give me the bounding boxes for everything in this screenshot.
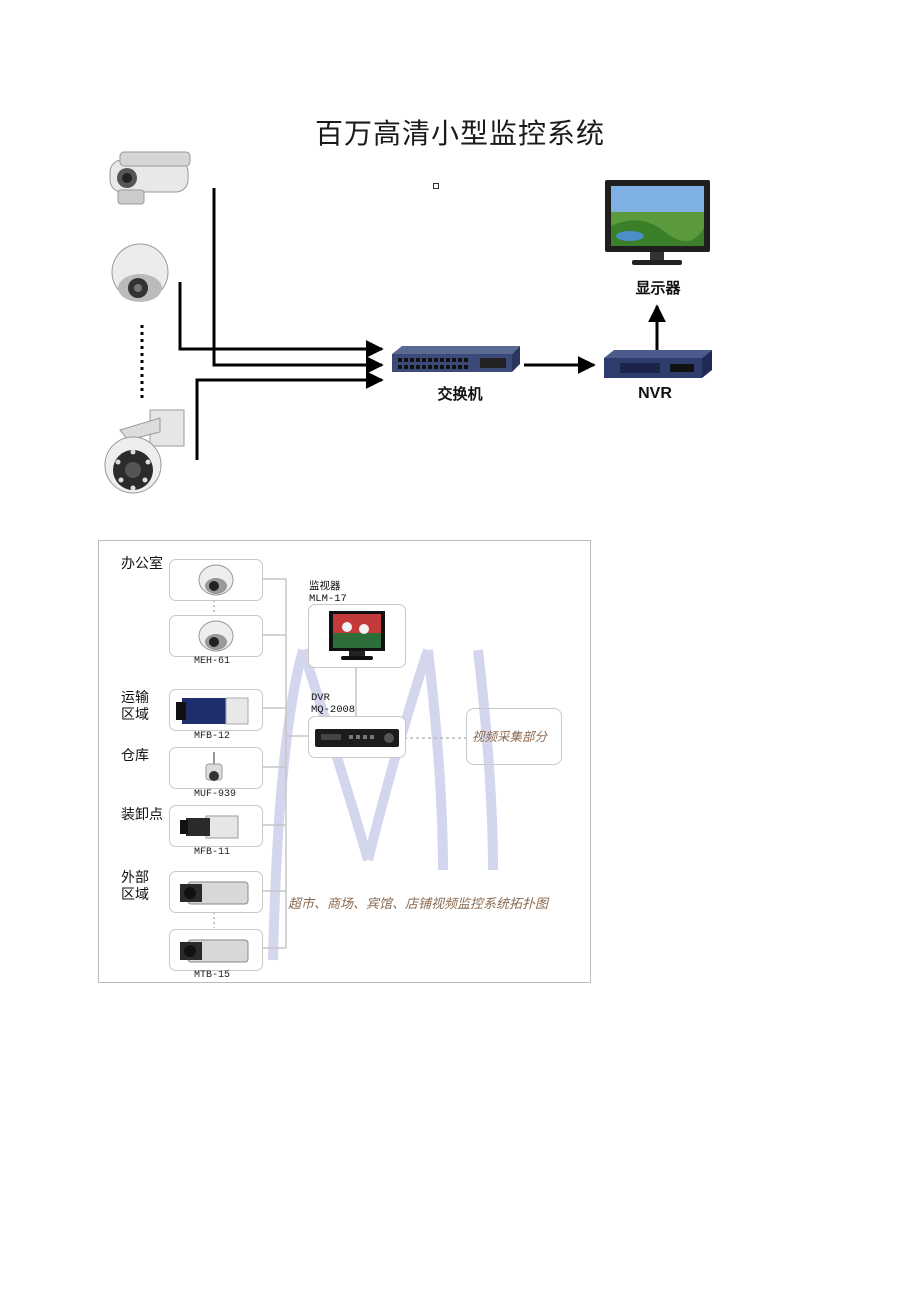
zone-exterior-1: 外部 [121, 870, 149, 887]
box-camera-icon [170, 806, 262, 846]
topology-caption: 超市、商场、宾馆、店铺视频监控系统拓扑图 [288, 893, 548, 912]
zone-transport-2: 区域 [121, 707, 149, 724]
switch-icon [392, 346, 520, 372]
link-dome-camera [180, 282, 382, 349]
model-mfb12: MFB-12 [194, 731, 230, 742]
monitor-box [308, 604, 406, 668]
nvr-icon [604, 350, 712, 378]
dvr-label: DVR [311, 692, 330, 704]
dvr-box [308, 716, 406, 758]
network-diagram [0, 0, 920, 520]
bullet-camera-icon [110, 152, 190, 204]
mini-camera-icon [170, 748, 262, 788]
link-bullet-camera [214, 188, 382, 365]
link-ptz-camera [197, 380, 382, 460]
zone-office: 办公室 [121, 556, 163, 573]
monitor-icon [309, 605, 405, 667]
monitor-label: 监视器 [309, 581, 341, 593]
camera-slot-office-2 [169, 615, 263, 657]
dvr-model: MQ-2008 [311, 704, 355, 716]
camera-slot-exterior-2 [169, 929, 263, 971]
ptz-camera-icon [105, 410, 184, 493]
model-muf: MUF-939 [194, 789, 236, 800]
zone-transport-1: 运输 [121, 690, 149, 707]
camera-slot-office-1 [169, 559, 263, 601]
display-label: 显示器 [618, 277, 698, 298]
zone-warehouse: 仓库 [121, 748, 149, 765]
camera-slot-warehouse [169, 747, 263, 789]
zone-loading: 装卸点 [121, 807, 163, 824]
capture-section-label: 视频采集部分 [472, 726, 547, 745]
model-mtb: MTB-15 [194, 970, 230, 981]
camera-slot-loading [169, 805, 263, 847]
watermark-logo [273, 650, 493, 960]
dvr-icon [309, 717, 405, 757]
model-meh: MEH-61 [194, 656, 230, 667]
model-mfb11: MFB-11 [194, 847, 230, 858]
switch-label: 交换机 [420, 383, 500, 404]
housing-camera-icon [170, 930, 262, 970]
zone-exterior-2: 区域 [121, 887, 149, 904]
nvr-label: NVR [620, 385, 690, 403]
dome-camera-icon [112, 244, 168, 302]
camera-slot-transport [169, 689, 263, 731]
dome-camera-icon [170, 616, 262, 656]
housing-camera-icon [170, 872, 262, 912]
box-camera-icon [170, 690, 262, 730]
display-monitor-icon [605, 180, 710, 265]
camera-slot-exterior-1 [169, 871, 263, 913]
dome-camera-icon [170, 560, 262, 600]
